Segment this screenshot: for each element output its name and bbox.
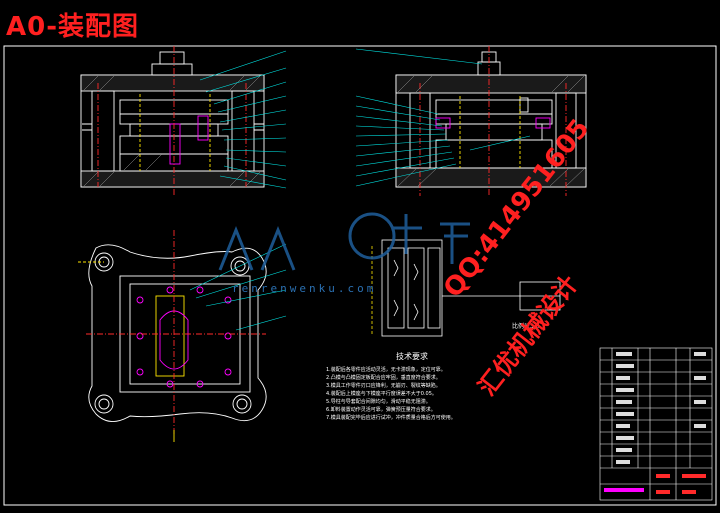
front-section-view — [80, 46, 265, 196]
drawing-title: A0-装配图 — [6, 12, 140, 42]
title-block-marks — [604, 352, 706, 494]
sheet-border — [3, 45, 717, 506]
technical-note-line: 5.导柱与导套配合间隙均匀，滑动平稳无阻滞。 — [326, 399, 431, 405]
technical-notes-title: 技术要求 — [396, 352, 428, 361]
scale-label: 比例1:3.0 — [512, 322, 540, 330]
technical-note-line: 6.卸料装置动作灵活可靠，弹簧预压量符合要求。 — [326, 407, 436, 413]
side-leaders — [355, 48, 531, 187]
front-hatch — [83, 75, 261, 187]
front-leaders — [199, 50, 287, 189]
technical-note-line: 1.装配后各零件应活动灵活，无卡滞现象，定位可靠。 — [326, 367, 446, 373]
logo-watermark — [218, 212, 470, 271]
detail-view — [371, 239, 561, 337]
technical-note-line: 3.模具工作零件刃口应锋利，无崩刃、裂纹等缺陷。 — [326, 383, 441, 389]
technical-note-line: 4.装配后上模座与下模座平行度误差不大于0.05。 — [326, 391, 437, 397]
side-hatch — [397, 75, 585, 187]
technical-note-line: 7.模具装配完毕后应进行试冲，冲件质量合格后方可使用。 — [326, 415, 456, 421]
technical-note-line: 2.凸模与凸模固定板配合应牢固，垂直度符合要求。 — [326, 375, 441, 381]
title-block — [599, 347, 713, 501]
plan-view — [78, 230, 267, 442]
logo-text: renrenwenku.com — [232, 282, 377, 295]
